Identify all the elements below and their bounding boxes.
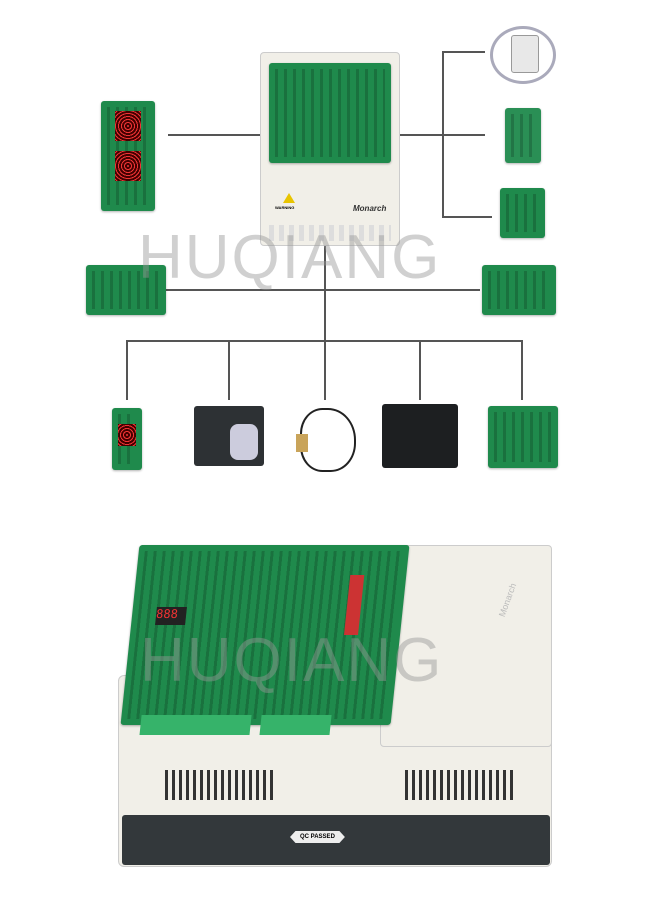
sensor-cable — [296, 408, 356, 472]
connector-line — [126, 340, 128, 400]
serial-board-right — [482, 265, 556, 315]
relay-board — [505, 108, 541, 163]
io-board — [488, 406, 558, 468]
control-board — [269, 63, 391, 163]
hand-operator — [490, 26, 556, 84]
qc-passed-label: QC PASSED — [290, 831, 345, 843]
side-cover — [380, 545, 552, 747]
vent-left — [165, 770, 275, 800]
display-board — [101, 101, 155, 211]
connector-line — [168, 134, 260, 136]
car-display-board — [112, 408, 142, 470]
connector-line — [165, 289, 480, 291]
connector-line — [324, 340, 326, 400]
door-controller — [194, 406, 264, 466]
controller-photo: QC PASSED Monarch 888 — [110, 525, 560, 870]
connector-line — [419, 340, 421, 400]
connector-line — [324, 245, 326, 341]
connector-line — [398, 134, 443, 136]
watermark: HUQIANG — [140, 626, 444, 695]
connector-line — [521, 340, 523, 400]
serial-board-left — [86, 265, 166, 315]
warning-label: WARNING — [275, 205, 295, 210]
connector-line — [442, 51, 485, 53]
connector-line — [442, 134, 485, 136]
connector-line — [228, 340, 230, 400]
vent-grille — [269, 225, 391, 241]
elevator-controller: WARNING Monarch — [260, 52, 400, 246]
intercom-box — [382, 404, 458, 468]
vent-right — [405, 770, 515, 800]
connector-line — [442, 216, 492, 218]
brand-label: Monarch — [353, 204, 387, 213]
warning-icon — [283, 193, 295, 203]
extension-board — [500, 188, 545, 238]
watermark: HUQIANG — [138, 223, 442, 292]
